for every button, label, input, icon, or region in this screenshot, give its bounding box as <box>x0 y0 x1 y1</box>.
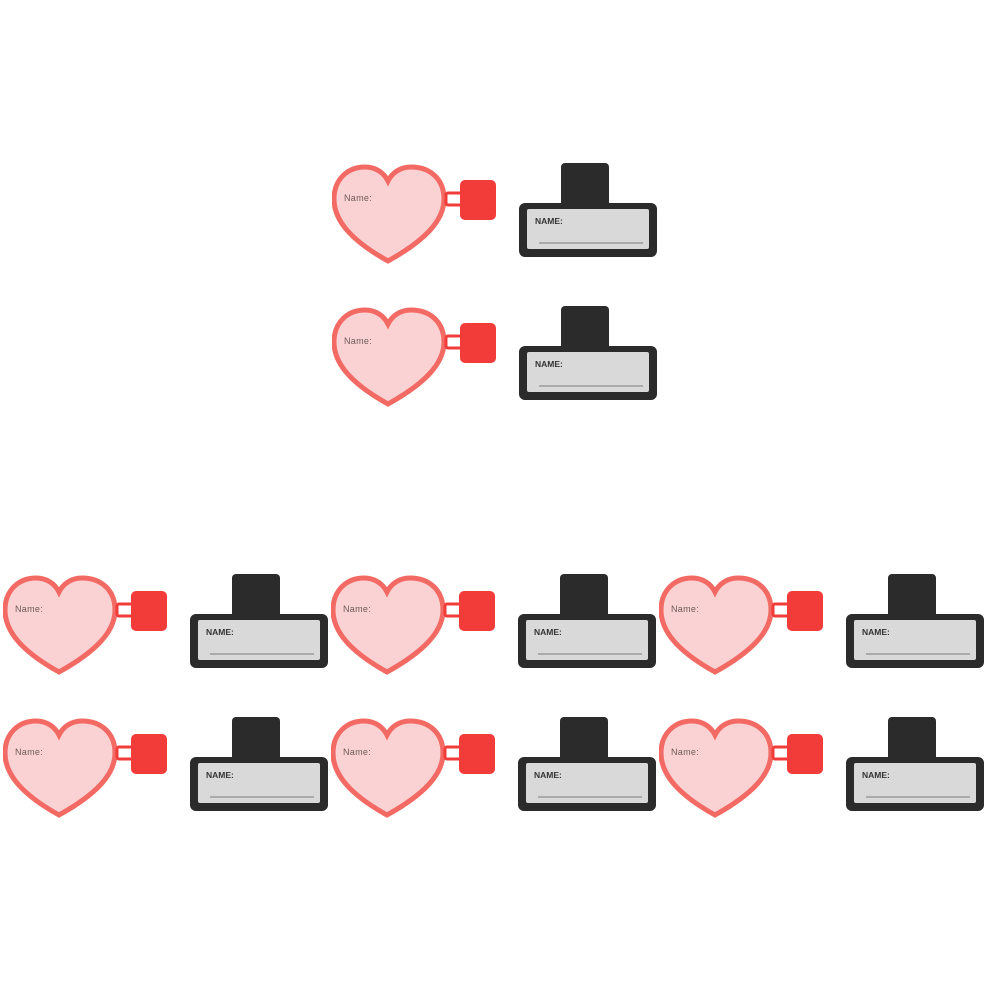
badge-clip-icon <box>846 717 984 811</box>
heart-tag-icon <box>659 718 823 818</box>
rect-name-label: NAME: <box>534 627 562 637</box>
tag-pair: Name: NAME: <box>332 163 662 273</box>
heart-name-label: Name: <box>343 604 372 614</box>
badge-clip-icon <box>190 574 328 668</box>
tag-pair: Name: NAME: <box>332 306 662 416</box>
heart-tag-icon <box>3 718 167 818</box>
rectangular-name-tag: NAME: <box>516 574 656 674</box>
heart-name-label: Name: <box>15 747 44 757</box>
heart-tag-icon <box>332 307 496 407</box>
rectangular-name-tag: NAME: <box>516 717 656 817</box>
rect-name-label: NAME: <box>534 770 562 780</box>
heart-name-label: Name: <box>671 604 700 614</box>
heart-name-tag: Name: <box>331 574 521 684</box>
badge-clip-icon <box>518 717 656 811</box>
rectangular-name-tag: NAME: <box>517 163 657 263</box>
tag-pair: Name: NAME: <box>331 574 661 684</box>
heart-name-tag: Name: <box>3 717 193 827</box>
rectangular-name-tag: NAME: <box>188 717 328 817</box>
rectangular-name-tag: NAME: <box>844 574 984 674</box>
badge-clip-icon <box>519 163 657 257</box>
heart-name-tag: Name: <box>3 574 193 684</box>
heart-name-tag: Name: <box>332 306 522 416</box>
heart-tag-icon <box>659 575 823 675</box>
tag-pair: Name: NAME: <box>659 574 989 684</box>
heart-tag-icon <box>331 575 495 675</box>
tag-pair: Name: NAME: <box>659 717 989 827</box>
rectangular-name-tag: NAME: <box>517 306 657 406</box>
badge-clip-icon <box>519 306 657 400</box>
rectangular-name-tag: NAME: <box>188 574 328 674</box>
rect-name-label: NAME: <box>206 627 234 637</box>
heart-name-label: Name: <box>671 747 700 757</box>
heart-name-label: Name: <box>344 336 373 346</box>
badge-clip-icon <box>190 717 328 811</box>
heart-name-tag: Name: <box>332 163 522 273</box>
heart-tag-icon <box>3 575 167 675</box>
heart-name-tag: Name: <box>331 717 521 827</box>
rect-name-label: NAME: <box>862 770 890 780</box>
heart-name-label: Name: <box>344 193 373 203</box>
heart-name-tag: Name: <box>659 574 849 684</box>
rect-name-label: NAME: <box>862 627 890 637</box>
badge-clip-icon <box>518 574 656 668</box>
heart-name-label: Name: <box>343 747 372 757</box>
heart-tag-icon <box>331 718 495 818</box>
rectangular-name-tag: NAME: <box>844 717 984 817</box>
rect-name-label: NAME: <box>535 359 563 369</box>
rect-name-label: NAME: <box>535 216 563 226</box>
tag-pair: Name: NAME: <box>3 574 333 684</box>
tag-pair: Name: NAME: <box>331 717 661 827</box>
heart-tag-icon <box>332 164 496 264</box>
rect-name-label: NAME: <box>206 770 234 780</box>
heart-name-tag: Name: <box>659 717 849 827</box>
heart-name-label: Name: <box>15 604 44 614</box>
badge-clip-icon <box>846 574 984 668</box>
tag-pair: Name: NAME: <box>3 717 333 827</box>
